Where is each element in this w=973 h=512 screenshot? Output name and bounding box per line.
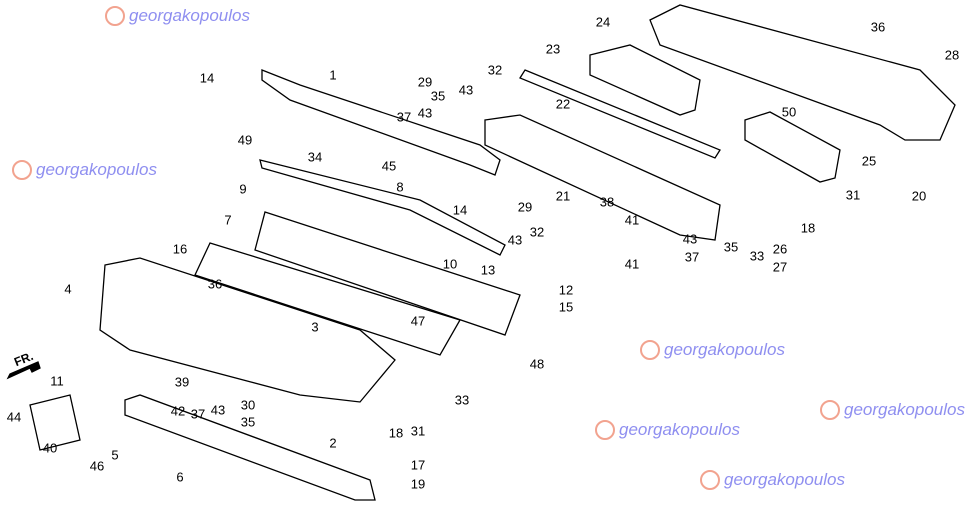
watermark-text: georgakopoulos bbox=[724, 470, 845, 489]
callout-7: 7 bbox=[224, 212, 232, 228]
watermark-text: georgakopoulos bbox=[129, 6, 250, 25]
callout-37: 37 bbox=[396, 109, 412, 125]
callout-33: 33 bbox=[749, 248, 765, 264]
rear-absorber-lower bbox=[744, 111, 841, 183]
callout-14: 14 bbox=[199, 70, 215, 86]
watermark-logo-icon bbox=[640, 340, 660, 360]
rear-bumper-strip bbox=[519, 69, 721, 159]
callout-28: 28 bbox=[944, 47, 960, 63]
callout-46: 46 bbox=[89, 458, 105, 474]
callout-44: 44 bbox=[6, 409, 22, 425]
callout-14: 14 bbox=[452, 202, 468, 218]
callout-11: 11 bbox=[50, 373, 64, 389]
callout-50: 50 bbox=[781, 104, 797, 120]
callout-43: 43 bbox=[210, 402, 226, 418]
watermark-logo-icon bbox=[595, 420, 615, 440]
callout-29: 29 bbox=[517, 199, 533, 215]
callout-18: 18 bbox=[800, 220, 816, 236]
callout-3: 3 bbox=[311, 319, 319, 335]
callout-21: 21 bbox=[555, 188, 571, 204]
callout-42: 42 bbox=[170, 403, 186, 419]
callout-40: 40 bbox=[42, 440, 58, 456]
callout-31: 31 bbox=[410, 423, 426, 439]
callout-35: 35 bbox=[240, 414, 256, 430]
callout-30: 30 bbox=[240, 397, 256, 413]
callout-43: 43 bbox=[507, 232, 523, 248]
watermark-text: georgakopoulos bbox=[664, 340, 785, 359]
callout-43: 43 bbox=[417, 105, 433, 121]
callout-6: 6 bbox=[176, 469, 184, 485]
rear-absorber-upper bbox=[589, 44, 701, 116]
callout-38: 38 bbox=[599, 194, 615, 210]
callout-45: 45 bbox=[381, 158, 397, 174]
callout-33: 33 bbox=[454, 392, 470, 408]
callout-4: 4 bbox=[64, 281, 72, 297]
callout-1: 1 bbox=[329, 67, 337, 83]
callout-10: 10 bbox=[442, 256, 458, 272]
callout-29: 29 bbox=[417, 74, 433, 90]
callout-2: 2 bbox=[329, 435, 337, 451]
watermark-text: georgakopoulos bbox=[844, 400, 965, 419]
front-lower-spoiler bbox=[124, 394, 376, 501]
callout-25: 25 bbox=[861, 153, 877, 169]
watermark-text: georgakopoulos bbox=[36, 160, 157, 179]
callout-26: 26 bbox=[772, 241, 788, 257]
callout-34: 34 bbox=[307, 149, 323, 165]
callout-37: 37 bbox=[190, 406, 206, 422]
callout-32: 32 bbox=[487, 62, 503, 78]
watermark-logo-icon bbox=[105, 6, 125, 26]
callout-35: 35 bbox=[723, 239, 739, 255]
callout-35: 35 bbox=[430, 88, 446, 104]
callout-20: 20 bbox=[911, 188, 927, 204]
callout-37: 37 bbox=[684, 249, 700, 265]
callout-39: 39 bbox=[174, 374, 190, 390]
callout-41: 41 bbox=[624, 256, 640, 272]
front-bumper-upper-molding bbox=[261, 69, 501, 176]
callout-41: 41 bbox=[624, 212, 640, 228]
watermark-logo-icon bbox=[820, 400, 840, 420]
rear-bumper-face bbox=[649, 4, 956, 141]
callout-9: 9 bbox=[239, 181, 247, 197]
callout-22: 22 bbox=[555, 96, 571, 112]
callout-36: 36 bbox=[870, 19, 886, 35]
callout-8: 8 bbox=[396, 179, 404, 195]
callout-24: 24 bbox=[595, 14, 611, 30]
callout-47: 47 bbox=[410, 313, 426, 329]
front-bumper-face bbox=[99, 257, 396, 403]
callout-48: 48 bbox=[529, 356, 545, 372]
callout-31: 31 bbox=[845, 187, 861, 203]
front-arrow bbox=[6, 361, 41, 380]
callout-12: 12 bbox=[558, 282, 574, 298]
callout-36: 36 bbox=[207, 276, 223, 292]
callout-16: 16 bbox=[172, 241, 188, 257]
watermark-logo-icon bbox=[700, 470, 720, 490]
callout-15: 15 bbox=[558, 299, 574, 315]
callout-18: 18 bbox=[388, 425, 404, 441]
license-plate-bracket bbox=[29, 394, 81, 451]
callout-13: 13 bbox=[480, 262, 496, 278]
callout-49: 49 bbox=[237, 132, 253, 148]
front-bumper-absorber bbox=[254, 211, 521, 336]
callout-43: 43 bbox=[682, 231, 698, 247]
callout-19: 19 bbox=[410, 476, 426, 492]
callout-43: 43 bbox=[458, 82, 474, 98]
front-bumper-reinforcement bbox=[259, 159, 506, 256]
watermark-text: georgakopoulos bbox=[619, 420, 740, 439]
callout-23: 23 bbox=[545, 41, 561, 57]
callout-32: 32 bbox=[529, 224, 545, 240]
callout-27: 27 bbox=[772, 259, 788, 275]
callout-17: 17 bbox=[410, 457, 426, 473]
rear-bumper-reinforcement bbox=[484, 114, 721, 241]
watermark-logo-icon bbox=[12, 160, 32, 180]
callout-5: 5 bbox=[111, 447, 119, 463]
front-bumper-face-inner bbox=[194, 242, 461, 356]
